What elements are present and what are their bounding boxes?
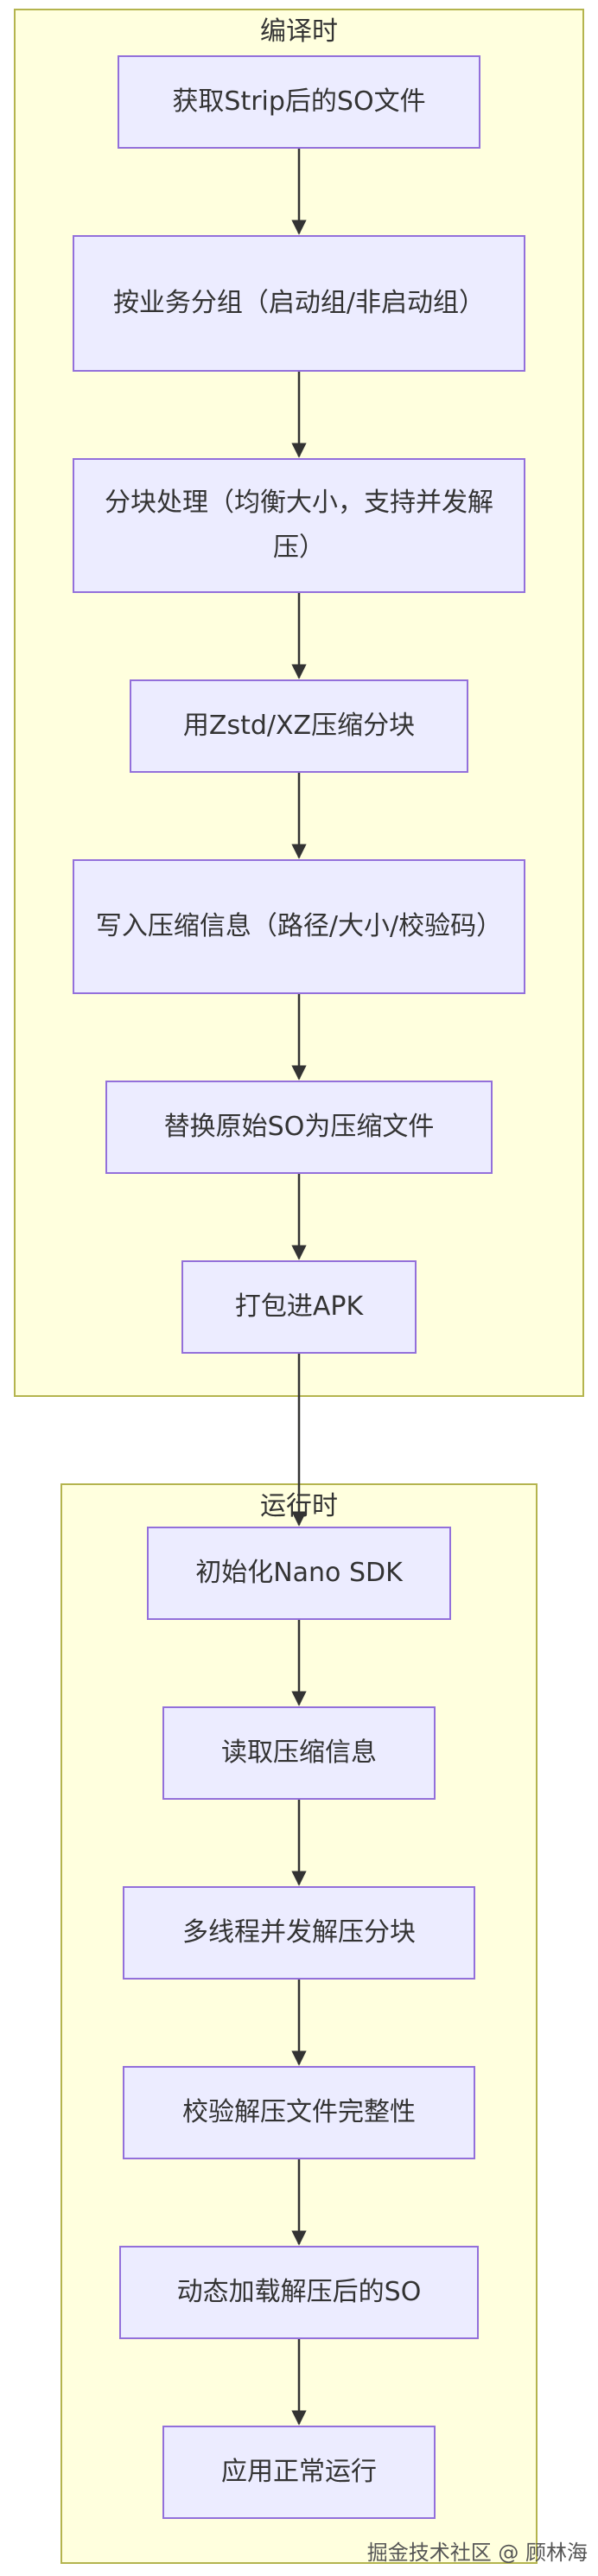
step-package-apk: 打包进APK [181,1260,417,1354]
step-write-compression-info-label: 写入压缩信息（路径/大小/校验码） [95,910,503,941]
step-dynamic-load-so: 动态加载解压后的SO [119,2246,479,2339]
step-verify-integrity: 校验解压文件完整性 [123,2066,475,2159]
step-group-by-business-label: 按业务分组（启动组/非启动组） [112,287,486,318]
step-multithread-decompress: 多线程并发解压分块 [123,1886,475,1980]
step-group-by-business: 按业务分组（启动组/非启动组） [73,235,525,372]
step-chunk-processing: 分块处理（均衡大小，支持并发解压） [73,458,525,593]
step-compress-chunks: 用Zstd/XZ压缩分块 [130,679,468,773]
step-compress-chunks-label: 用Zstd/XZ压缩分块 [182,710,416,741]
step-read-compression-info-label: 读取压缩信息 [221,1737,377,1768]
step-init-nano-sdk: 初始化Nano SDK [147,1527,451,1620]
step-verify-integrity-label: 校验解压文件完整性 [182,2096,416,2127]
step-app-runs-normally: 应用正常运行 [162,2426,436,2519]
step-init-nano-sdk-label: 初始化Nano SDK [195,1557,403,1588]
step-get-stripped-so: 获取Strip后的SO文件 [118,55,480,149]
step-dynamic-load-so-label: 动态加载解压后的SO [176,2276,422,2307]
step-chunk-processing-label: 分块处理（均衡大小，支持并发解压） [105,487,493,564]
step-read-compression-info: 读取压缩信息 [162,1706,436,1800]
step-get-stripped-so-label: 获取Strip后的SO文件 [172,86,426,117]
compile-time-group-title: 编译时 [260,16,338,47]
watermark: 掘金技术社区 @ 顾林海 [366,2541,588,2565]
step-write-compression-info: 写入压缩信息（路径/大小/校验码） [73,859,525,994]
step-replace-original-so: 替换原始SO为压缩文件 [105,1081,493,1174]
step-package-apk-label: 打包进APK [234,1291,364,1322]
step-replace-original-so-label: 替换原始SO为压缩文件 [163,1111,435,1142]
step-app-runs-normally-label: 应用正常运行 [221,2456,377,2487]
step-multithread-decompress-label: 多线程并发解压分块 [182,1916,416,1948]
